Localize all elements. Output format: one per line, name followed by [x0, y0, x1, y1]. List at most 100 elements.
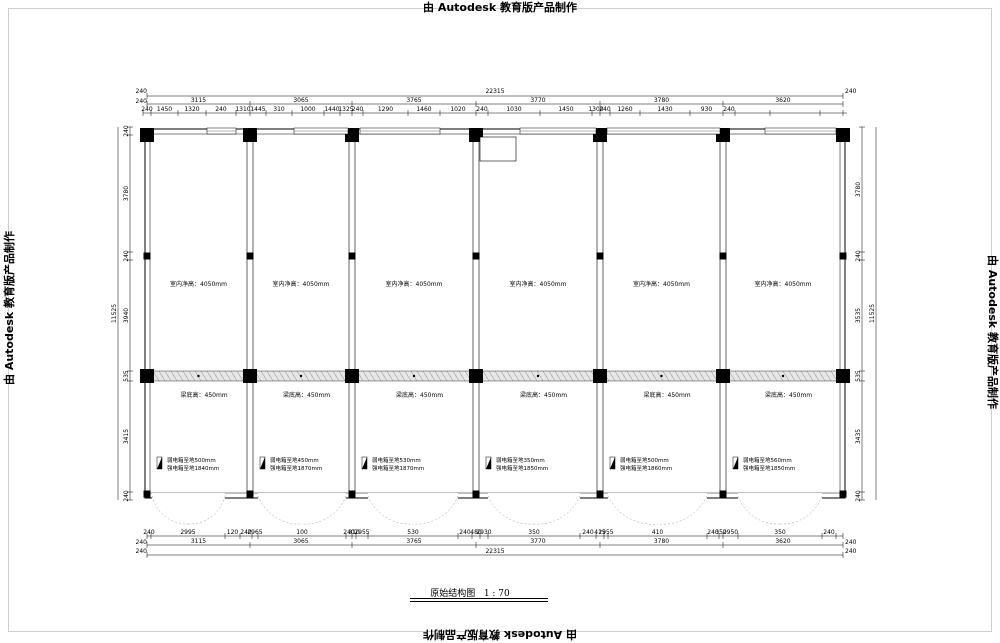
beam-hatch [800, 370, 808, 382]
drawing-frame [8, 8, 992, 632]
beam-hatch [638, 370, 646, 382]
room-clear-height: 室内净高：4050mm [386, 280, 443, 288]
beam-bottom-height: 梁底高：450mm [181, 391, 228, 399]
beam-hatch [218, 370, 226, 382]
beam-hatch [632, 370, 640, 382]
beam-hatch [392, 370, 400, 382]
bay-dim-top-label: 3770 [530, 97, 545, 104]
structural-column [140, 128, 154, 142]
beam-hatch [206, 370, 214, 382]
strong-box-height: 强电箱至地1850mm [496, 464, 548, 472]
sub-dim-label: 240 [343, 529, 355, 536]
sub-dim-label: 2955 [354, 529, 369, 536]
beam-hatch [158, 370, 166, 382]
dim-left-label: 240 [123, 250, 130, 262]
structural-column [472, 490, 480, 498]
structural-column [345, 369, 359, 383]
weak-box-height: 弱电箱至地560mm [743, 456, 792, 464]
dim-right-label: 3435 [855, 429, 862, 444]
beam-hatch [188, 370, 196, 382]
sub-dim-label: 120 [227, 529, 239, 536]
beam-hatch [692, 370, 700, 382]
total-dim-top: 22315 [485, 88, 504, 95]
dim-left-total-label: 11525 [111, 304, 118, 323]
sub-dim-label: 1290 [378, 106, 393, 113]
sub-dim-label: 1440 [324, 106, 339, 113]
strong-box-height: 强电箱至地1850mm [743, 464, 795, 472]
sub-dim-label: 1000 [300, 106, 315, 113]
beam-bottom-height: 梁底高：450mm [283, 391, 330, 399]
door-swing [487, 495, 535, 525]
caption-underline [410, 598, 548, 599]
sub-dim-label: 100 [296, 529, 308, 536]
door-swing [301, 495, 347, 525]
beam-hatch [788, 370, 796, 382]
beam-hatch [818, 370, 826, 382]
dim-right-total-label: 11525 [869, 304, 876, 323]
beam-hatch [806, 370, 814, 382]
beam-hatch [614, 370, 622, 382]
beam-hatch [626, 370, 634, 382]
watermark-top: 由 Autodesk 教育版产品制作 [422, 1, 577, 14]
structural-column [348, 490, 356, 498]
sub-dim-label: 1260 [617, 106, 632, 113]
beam-hatch [290, 370, 298, 382]
sub-dim-label: 2965 [247, 529, 262, 536]
sub-dim-label: 240 [823, 529, 835, 536]
beam-hatch [380, 370, 388, 382]
sub-dim-label: 1430 [657, 106, 672, 113]
beam-hatch [170, 370, 178, 382]
structural-column [472, 252, 480, 260]
bay-dim-top-label: 3780 [654, 97, 669, 104]
weak-box-height: 弱电箱至地450mm [270, 456, 319, 464]
door-swing [257, 495, 303, 525]
weak-box-height: 弱电箱至地500mm [167, 456, 216, 464]
beam-hatch [446, 370, 454, 382]
beam-hatch [326, 370, 334, 382]
beam-hatch [776, 370, 784, 382]
beam-hatch [230, 370, 238, 382]
sub-dim-label: 1320 [184, 106, 199, 113]
strong-box-height: 强电箱至地1840mm [167, 464, 219, 472]
room-clear-height: 室内净高：4050mm [510, 280, 567, 288]
sub-dim-label: 1310 [235, 106, 250, 113]
electrical-box-fill [733, 457, 738, 469]
sub-dim-label: 2930 [476, 529, 491, 536]
beam-hatch [260, 370, 268, 382]
structural-column [839, 490, 847, 498]
beam-hatch [548, 370, 556, 382]
beam-hatch [488, 370, 496, 382]
sub-dim-label: 240 [459, 529, 471, 536]
drawing-caption: 原始结构图 1 : 70 [410, 586, 530, 599]
weak-box-height: 弱电箱至地530mm [372, 456, 421, 464]
dim-left-label: 240 [123, 125, 130, 137]
shaft-box [479, 136, 517, 162]
beam-hatch [758, 370, 766, 382]
beam-hatch [164, 370, 172, 382]
weak-box-height: 弱电箱至地500mm [620, 456, 669, 464]
beam-hatch [368, 370, 376, 382]
beam-hatch [272, 370, 280, 382]
electrical-box-fill [157, 457, 162, 469]
structural-column [593, 369, 607, 383]
beam-hatch [572, 370, 580, 382]
beam-hatch [182, 370, 190, 382]
door-opening [738, 493, 822, 499]
door-opening [488, 493, 580, 499]
outer-wall [144, 128, 846, 499]
beam-hatch [656, 370, 664, 382]
door-swing [151, 495, 189, 525]
structural-column [143, 252, 151, 260]
structural-column [593, 128, 607, 142]
bay-dim-bottom-label: 3065 [293, 538, 308, 545]
structural-column [140, 369, 154, 383]
sub-dim-label: 1325 [338, 106, 353, 113]
beam-hatch [794, 370, 802, 382]
beam-hatch [686, 370, 694, 382]
dim-left-label: 3415 [123, 429, 130, 444]
dim-left-label: 535 [123, 370, 130, 382]
structural-column [596, 252, 604, 260]
beam-hatch [662, 370, 670, 382]
beam-hatch [458, 370, 466, 382]
dim-right-label: 535 [855, 370, 862, 382]
